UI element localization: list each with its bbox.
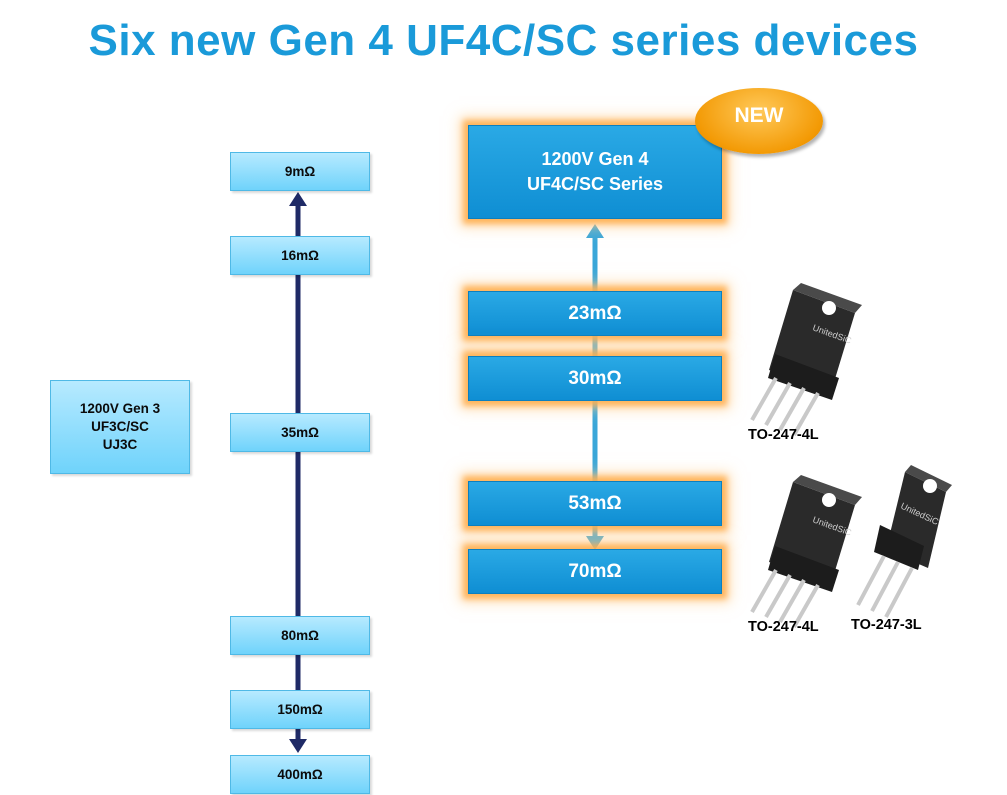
package-label-to247-3l: TO-247-3L xyxy=(851,617,922,633)
gen4-rdson-70: 70mΩ xyxy=(468,549,722,594)
new-badge: NEW xyxy=(695,88,823,154)
gen3-arrow-head-up xyxy=(289,192,307,206)
gen3-label-line-2: UF3C/SC xyxy=(91,419,149,434)
gen4-series-box: 1200V Gen 4 UF4C/SC Series xyxy=(468,125,722,219)
gen3-rdson-35: 35mΩ xyxy=(230,413,370,452)
page-title: Six new Gen 4 UF4C/SC series devices xyxy=(88,16,919,65)
gen3-arrow-head-down xyxy=(289,739,307,753)
to247-3l-package: UnitedSiC xyxy=(856,465,952,618)
gen4-label-line-2: UF4C/SC Series xyxy=(526,174,664,194)
gen3-rdson-80: 80mΩ xyxy=(230,616,370,655)
gen4-arrow-head-down xyxy=(586,536,604,550)
gen4-rdson-23: 23mΩ xyxy=(468,291,722,336)
gen3-rdson-16: 16mΩ xyxy=(230,236,370,275)
gen3-label-line-3: UJ3C xyxy=(102,437,138,452)
gen4-label-line-1: 1200V Gen 4 xyxy=(541,149,649,169)
gen4-rdson-30: 30mΩ xyxy=(468,356,722,401)
gen4-arrow-head-up xyxy=(586,224,604,238)
gen3-label-line-1: 1200V Gen 3 xyxy=(79,401,161,416)
gen3-series-box: 1200V Gen 3 UF3C/SC UJ3C xyxy=(50,380,190,474)
gen3-rdson-400: 400mΩ xyxy=(230,755,370,794)
gen3-rdson-150: 150mΩ xyxy=(230,690,370,729)
gen4-rdson-53: 53mΩ xyxy=(468,481,722,526)
to247-4l-package-top: UnitedSiC xyxy=(750,283,862,436)
to247-4l-package-bottom: UnitedSiC xyxy=(750,475,862,628)
package-label-to247-4l-top: TO-247-4L xyxy=(748,427,819,443)
gen3-rdson-9: 9mΩ xyxy=(230,152,370,191)
package-label-to247-4l-bottom: TO-247-4L xyxy=(748,619,819,635)
